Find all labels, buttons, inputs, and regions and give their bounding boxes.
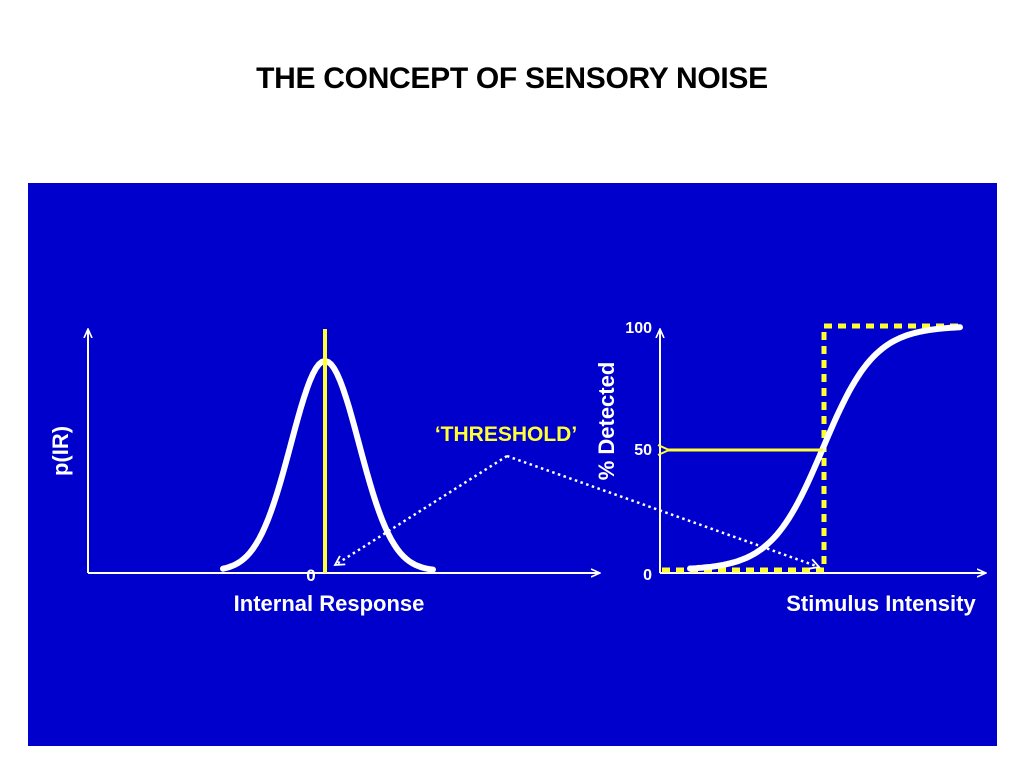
tick-0: 0 [643, 567, 652, 584]
panel-background [28, 183, 997, 746]
tick-100: 100 [625, 320, 652, 337]
diagram-panel: 0 p(IR) Internal Response 100 50 0 % Det… [28, 183, 997, 746]
gaussian-curve [220, 357, 436, 573]
threshold-pointer-right [506, 454, 821, 570]
slide-title: THE CONCEPT OF SENSORY NOISE [256, 62, 768, 95]
psychometric-curve [687, 324, 963, 572]
right-y-label: % Detected [594, 362, 619, 481]
threshold-label: ‘THRESHOLD’ [435, 423, 577, 446]
left-y-label: p(IR) [48, 426, 73, 476]
right-x-label: Stimulus Intensity [786, 591, 976, 616]
tick-50: 50 [634, 442, 652, 459]
threshold-pointer-left [333, 454, 508, 567]
left-x-label: Internal Response [234, 591, 425, 616]
diagram-svg: 0 p(IR) Internal Response 100 50 0 % Det… [28, 183, 997, 746]
left-zero-label: 0 [306, 566, 315, 585]
